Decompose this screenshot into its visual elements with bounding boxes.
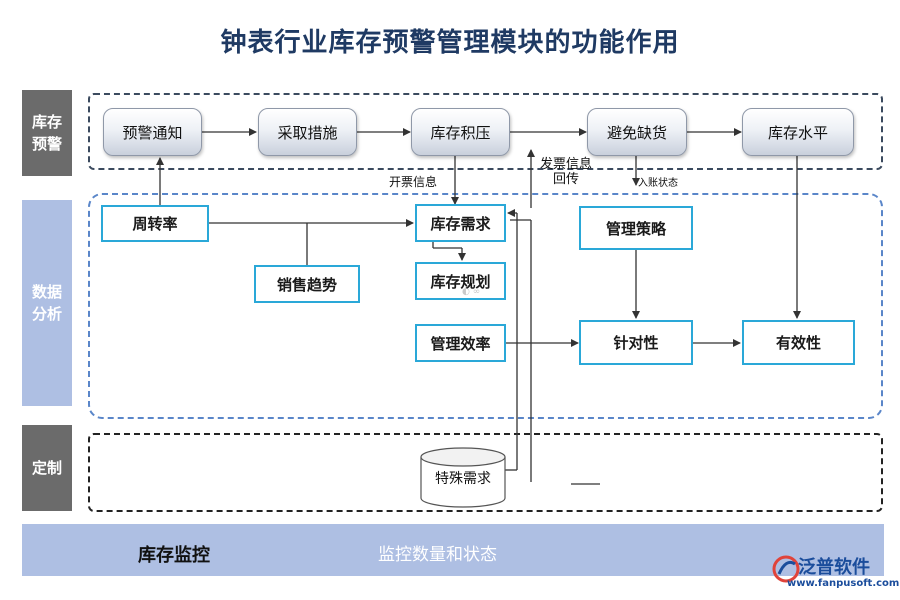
node-take-measures: 采取措施 — [258, 108, 357, 156]
logo-name: 泛普软件 — [798, 557, 870, 578]
node-warning-notice: 预警通知 — [103, 108, 202, 156]
node-management-strategy: 管理策略 — [579, 206, 693, 250]
tag-customization: 定制 — [22, 425, 72, 511]
region-analysis — [88, 193, 883, 419]
monitor-bar — [22, 524, 884, 576]
tag-inventory-warning: 库存 预警 — [22, 90, 72, 176]
node-inventory-level: 库存水平 — [742, 108, 854, 156]
tag-data-analysis: 数据 分析 — [22, 200, 72, 406]
fanpu-logo-icon — [772, 555, 800, 583]
logo-url: www.fanpusoft.com — [787, 578, 900, 589]
monitor-title: 库存监控 — [138, 545, 210, 566]
node-inventory-demand: 库存需求 — [415, 204, 506, 242]
node-inventory-backlog: 库存积压 — [411, 108, 510, 156]
diagram-title: 钟表行业库存预警管理模块的功能作用 — [220, 28, 680, 58]
node-effectiveness: 有效性 — [742, 320, 855, 365]
label-invoice-return: 发票信息 回传 — [540, 157, 593, 187]
node-sales-trend: 销售趋势 — [254, 265, 360, 303]
label-inbound-status: 入账状态 — [638, 178, 678, 189]
node-turnover-rate: 周转率 — [101, 205, 209, 242]
label-invoice-info: 开票信息 — [389, 175, 438, 189]
region-warning — [88, 93, 883, 170]
watermark-logo: ◐ ∞ — [462, 287, 481, 297]
node-targeting: 针对性 — [579, 320, 693, 365]
node-avoid-shortage: 避免缺货 — [587, 108, 687, 156]
monitor-subtitle: 监控数量和状态 — [378, 545, 497, 565]
database-cylinder-shape — [420, 447, 506, 508]
node-management-efficiency: 管理效率 — [415, 324, 506, 362]
node-inventory-planning: 库存规划 — [415, 262, 506, 300]
node-special-demand: 特殊需求 — [435, 471, 491, 487]
region-custom — [88, 433, 883, 512]
